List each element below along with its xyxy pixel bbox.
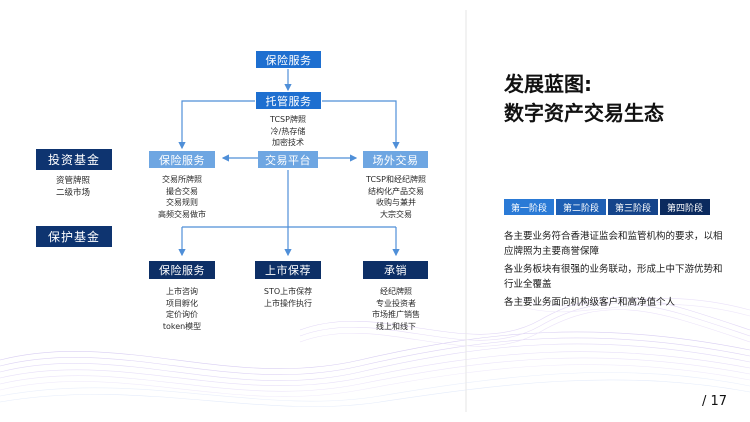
page-title-line1: 发展蓝图: (504, 72, 592, 96)
protection-fund-label: 保护基金 (36, 226, 112, 247)
bottom-center-item: 上市操作执行 (264, 298, 312, 308)
fund-item: 资管牌照 (55, 176, 90, 186)
phase-1: 第一阶段 (504, 199, 554, 215)
mid-left-item: 交易规则 (166, 198, 198, 207)
bottom-left-item: 定价询价 (166, 310, 198, 319)
otc-trading-box: 场外交易 (363, 151, 428, 168)
arrow-custody-to-right (322, 100, 400, 150)
bottom-left-item: 上市咨询 (166, 287, 198, 296)
mid-left-items: 交易所牌照 撮合交易 交易规则 高频交易做市 (132, 174, 232, 220)
custody-item: 加密技术 (272, 138, 304, 147)
bottom-right-item: 专业投资者 (376, 298, 416, 308)
mid-right-item: 结构化产品交易 (368, 186, 424, 196)
phase-2: 第二阶段 (556, 199, 606, 215)
bottom-right-items: 经纪牌照 专业投资者 市场推广销售 线上和线下 (346, 286, 446, 332)
trading-platform-box: 交易平台 (258, 151, 318, 168)
investment-fund-label: 投资基金 (36, 149, 112, 170)
custody-service-box: 托管服务 (256, 92, 321, 109)
description-point-1: 各主要业务符合香港证监会和监管机构的要求，以相应牌照为主要商誉保障 (504, 231, 723, 257)
phase-4: 第四阶段 (660, 199, 710, 215)
insurance-service-bottom-box: 保险服务 (149, 261, 215, 279)
custody-item: TCSP牌照 (270, 115, 306, 124)
bottom-right-item: 线上和线下 (376, 321, 416, 331)
page-title: 发展蓝图: 数字资产交易生态 (504, 70, 664, 128)
mid-left-item: 高频交易做市 (158, 209, 206, 219)
mid-right-item: 收购与兼并 (376, 198, 416, 207)
arrow-custody-to-left (178, 100, 255, 150)
underwriting-box: 承销 (363, 261, 428, 279)
fund-item: 二级市场 (55, 187, 90, 198)
custody-item: 冷/热存储 (270, 126, 306, 136)
bottom-center-item: STO上市保荐 (263, 287, 313, 296)
description-point-3: 各主要业务面向机构级客户和高净值个人 (504, 297, 676, 308)
mid-right-item: TCSP和经纪牌照 (366, 175, 426, 184)
phase-3: 第三阶段 (608, 199, 658, 215)
bottom-right-item: 经纪牌照 (380, 287, 412, 296)
bottom-left-item: 项目孵化 (166, 298, 198, 308)
page-title-line2: 数字资产交易生态 (504, 101, 664, 125)
fund-items: 资管牌照 二级市场 (28, 176, 118, 199)
mid-right-items: TCSP和经纪牌照 结构化产品交易 收购与兼并 大宗交易 (346, 174, 446, 220)
insurance-service-mid-box: 保险服务 (149, 151, 215, 168)
bottom-center-items: STO上市保荐 上市操作执行 (238, 286, 338, 309)
description-point-2: 各业务板块有很强的业务联动，形成上中下游优势和行业全覆盖 (504, 264, 723, 290)
bottom-left-items: 上市咨询 项目孵化 定价询价 token模型 (132, 286, 232, 332)
mid-left-item: 交易所牌照 (162, 175, 202, 184)
mid-right-item: 大宗交易 (380, 209, 412, 219)
bottom-right-item: 市场推广销售 (372, 310, 420, 319)
page-number: / 17 (702, 394, 728, 409)
mid-left-item: 撮合交易 (166, 186, 198, 196)
bottom-left-item: token模型 (162, 321, 202, 331)
insurance-service-top-box: 保险服务 (256, 51, 321, 68)
custody-items: TCSP牌照 冷/热存储 加密技术 (238, 114, 338, 149)
listing-sponsor-box: 上市保荐 (255, 261, 321, 279)
